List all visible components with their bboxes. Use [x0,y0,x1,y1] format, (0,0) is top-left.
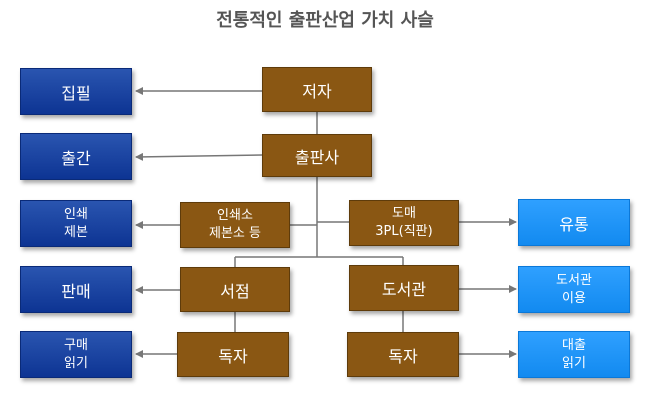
borrow-read-node: 대출 읽기 [518,331,630,378]
wholesale-label-line1: 도매 [392,206,416,221]
reader-left-label: 독자 [218,346,248,366]
sell-node: 판매 [20,266,132,313]
publish-label: 출간 [61,148,91,168]
arrow-to-publish [135,152,263,161]
distribution-label: 유통 [559,214,589,234]
library-use-label-line2: 이용 [562,290,586,306]
write-node: 집필 [20,68,132,115]
print-label-line1: 인쇄 [64,206,88,222]
print-label-line2: 제본 [64,224,88,240]
library-use-label-line1: 도서관 [556,272,592,288]
reader-right-label: 독자 [388,346,418,366]
writer-label: 저자 [302,81,332,101]
printer-node: 인쇄소 제본소 등 [180,202,290,248]
bookstore-node: 서점 [180,267,290,312]
buy-label-line2: 읽기 [64,355,88,371]
library-node: 도서관 [349,265,459,311]
reader-node-left: 독자 [177,332,289,377]
publisher-node: 출판사 [262,134,372,177]
write-label: 집필 [61,83,91,103]
diagram-title: 전통적인 출판산업 가치 사슬 [216,10,434,31]
borrow-label-line1: 대출 [562,337,586,353]
distribution-node: 유통 [518,199,630,246]
sell-label: 판매 [61,281,91,301]
printer-label-line2: 제본소 등 [209,226,261,241]
library-label: 도서관 [381,280,427,299]
buy-read-node: 구매 읽기 [20,331,132,378]
wholesale-label-line2: 3PL(직판) [375,224,433,239]
writer-node: 저자 [262,67,372,112]
buy-label-line1: 구매 [64,337,88,353]
borrow-label-line2: 읽기 [562,355,586,371]
publish-node: 출간 [20,133,132,180]
bookstore-label: 서점 [220,281,250,301]
print-bind-node: 인쇄 제본 [20,200,132,247]
library-use-node: 도서관 이용 [518,266,630,313]
printer-label-line1: 인쇄소 [217,208,253,223]
wholesale-node: 도매 3PL(직판) [349,200,459,246]
publisher-label: 출판사 [294,147,340,167]
reader-node-right: 독자 [347,332,459,377]
